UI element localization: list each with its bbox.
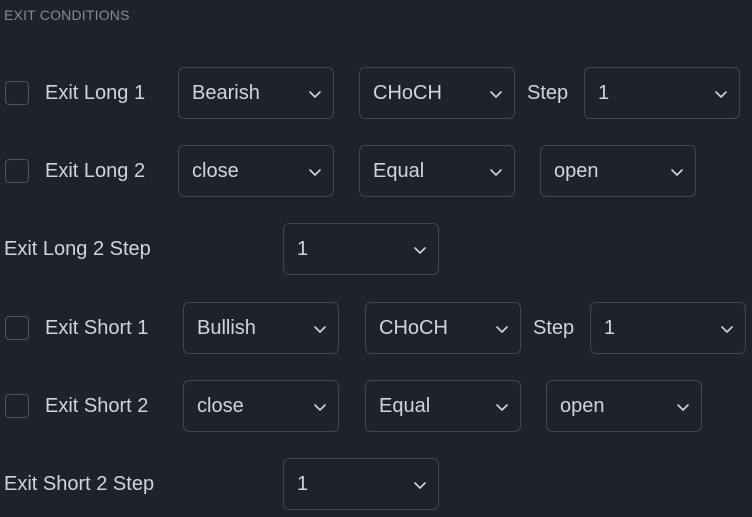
select-value: open [554,160,599,182]
chevron-down-icon [312,399,328,415]
exit-short-2-step-label: Exit Short 2 Step [4,473,155,495]
select-value: 1 [297,473,309,495]
exit-long-1-step-select[interactable]: 1 [584,67,740,119]
chevron-down-icon [312,321,328,337]
chevron-down-icon [488,164,504,180]
select-value: Equal [379,395,431,417]
chevron-down-icon [494,321,510,337]
exit-long-1-step-label: Step [527,82,569,104]
exit-long-2-operator-select[interactable]: Equal [359,145,515,197]
select-value: open [560,395,605,417]
exit-short-1-label: Exit Short 1 [45,317,149,339]
chevron-down-icon [719,321,735,337]
exit-long-1-structure-select[interactable]: CHoCH [359,67,515,119]
exit-short-1-direction-select[interactable]: Bullish [183,302,339,354]
chevron-down-icon [713,86,729,102]
select-value: close [197,395,244,417]
exit-long-1-direction-select[interactable]: Bearish [178,67,334,119]
chevron-down-icon [669,164,685,180]
chevron-down-icon [412,242,428,258]
chevron-down-icon [412,477,428,493]
select-value: 1 [598,82,610,104]
exit-short-1-structure-select[interactable]: CHoCH [365,302,521,354]
exit-short-2-label: Exit Short 2 [45,395,149,417]
exit-long-2-checkbox[interactable] [5,159,29,183]
exit-short-2-operator-select[interactable]: Equal [365,380,521,432]
chevron-down-icon [675,399,691,415]
exit-short-1-step-select[interactable]: 1 [590,302,746,354]
exit-long-2-label: Exit Long 2 [45,160,146,182]
exit-short-2-step-select[interactable]: 1 [283,458,439,510]
exit-short-2-checkbox[interactable] [5,394,29,418]
select-value: Bullish [197,317,256,339]
select-value: CHoCH [379,317,448,339]
exit-short-1-checkbox[interactable] [5,316,29,340]
exit-long-2-step-select[interactable]: 1 [283,223,439,275]
section-title: EXIT CONDITIONS [4,7,130,23]
chevron-down-icon [307,164,323,180]
exit-short-2-target-select[interactable]: open [546,380,702,432]
select-value: Equal [373,160,425,182]
chevron-down-icon [494,399,510,415]
select-value: CHoCH [373,82,442,104]
exit-long-1-label: Exit Long 1 [45,82,146,104]
select-value: close [192,160,239,182]
chevron-down-icon [307,86,323,102]
exit-long-2-target-select[interactable]: open [540,145,696,197]
exit-long-2-source-select[interactable]: close [178,145,334,197]
select-value: 1 [297,238,309,260]
exit-short-2-source-select[interactable]: close [183,380,339,432]
exit-short-1-step-label: Step [533,317,575,339]
exit-long-1-checkbox[interactable] [5,81,29,105]
chevron-down-icon [488,86,504,102]
select-value: Bearish [192,82,260,104]
exit-long-2-step-label: Exit Long 2 Step [4,238,151,260]
select-value: 1 [604,317,616,339]
